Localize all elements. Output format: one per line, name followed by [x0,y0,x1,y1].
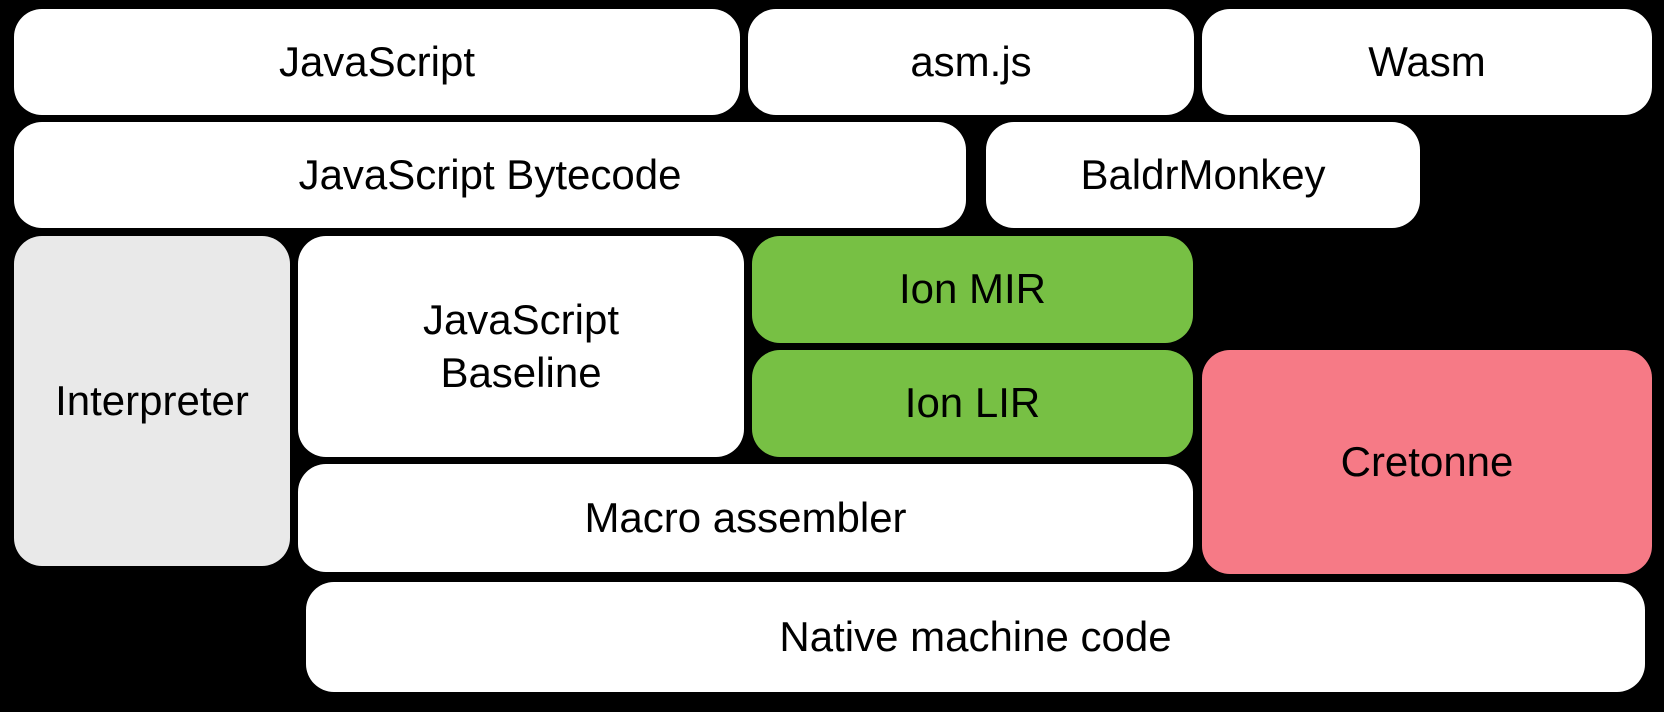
interpreter-label: Interpreter [55,376,249,424]
wasm-label: Wasm [1368,37,1486,85]
javascript-baseline-label: JavaScript Baseline [422,296,620,396]
javascript-bytecode-label: JavaScript Bytecode [298,150,682,198]
ion-lir-label: Ion LIR [904,379,1041,427]
ion-mir-box: Ion MIR [752,236,1193,343]
asmjs-box: asm.js [748,9,1194,115]
baldrmonkey-label: BaldrMonkey [1080,150,1326,198]
wasm-box: Wasm [1202,9,1652,115]
javascript-box: JavaScript [14,9,740,115]
macro-assembler-box: Macro assembler [298,464,1193,572]
baldrmonkey-box: BaldrMonkey [986,122,1420,228]
interpreter-box: Interpreter [14,236,290,566]
ion-mir-label: Ion MIR [898,265,1047,313]
javascript-baseline-box: JavaScript Baseline [298,236,744,457]
native-machine-code-box: Native machine code [306,582,1645,692]
javascript-label: JavaScript [278,37,476,85]
cretonne-label: Cretonne [1340,437,1514,485]
macro-assembler-label: Macro assembler [584,493,907,541]
ion-lir-box: Ion LIR [752,350,1193,457]
cretonne-box: Cretonne [1202,350,1652,574]
asmjs-label: asm.js [910,37,1032,85]
native-machine-code-label: Native machine code [779,612,1172,660]
javascript-bytecode-box: JavaScript Bytecode [14,122,966,228]
